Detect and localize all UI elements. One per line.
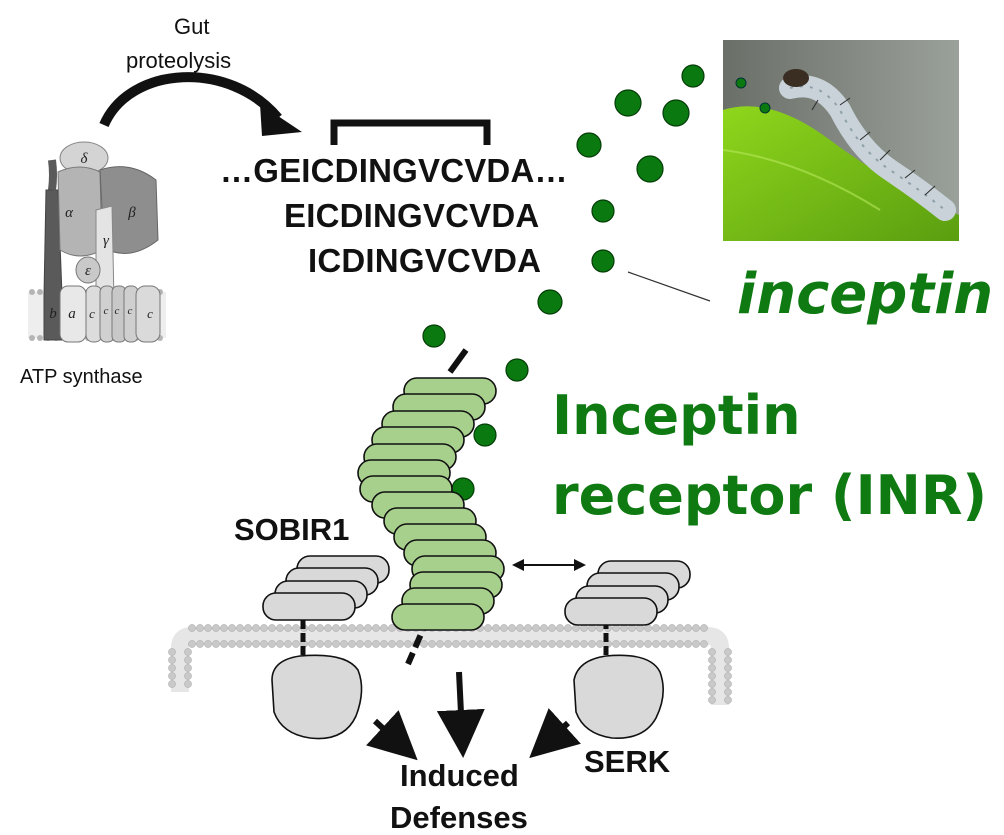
atp-subunit-c: c [104, 305, 109, 317]
sobir1-ectodomain [262, 555, 390, 621]
serk-signal-arrow [529, 708, 581, 759]
inceptin-receptor-label-line1: Inceptin [552, 384, 801, 447]
plasma-membrane [168, 624, 732, 705]
full-sequence-label: …GEICDINGVCVDA… [220, 152, 568, 189]
atp-subunit-c: c [147, 306, 153, 321]
inceptin-receptor-label-line2: receptor (INR) [552, 464, 988, 527]
atp-subunit-delta: δ [81, 151, 89, 167]
inr-ectodomain-tip [447, 348, 469, 374]
atp-subunit-c: c [89, 306, 95, 321]
induced-label: Induced [400, 758, 519, 793]
inr-lrr-repeat [391, 603, 485, 631]
sobir1-label: SOBIR1 [234, 512, 350, 547]
atp-subunit-alpha: α [65, 205, 74, 221]
caterpillar-photo [723, 40, 959, 241]
atp-subunit-c: c [128, 305, 133, 317]
serk-kinase-domain [573, 654, 664, 739]
atp-subunit-epsilon: ε [85, 263, 91, 279]
disulfide-bracket [330, 119, 491, 145]
atp-subunit-b: b [49, 306, 57, 322]
serk-ectodomain [564, 560, 691, 626]
atp-synthase-illustration: δ α β γ ε b a c c c c c [28, 141, 166, 343]
serk-label: SERK [584, 744, 671, 779]
atp-subunit-c: c [115, 305, 120, 317]
proteolysis-label: proteolysis [126, 48, 232, 73]
proteolysis-arrowhead [260, 104, 302, 136]
inr-signal-arrow [436, 671, 485, 758]
atp-subunit-a: a [68, 306, 76, 322]
inceptin-peptide-dots [422, 64, 705, 501]
inceptin-label: inceptin [737, 262, 994, 327]
eicdingvcvda-sequence-label: EICDINGVCVDA [284, 197, 540, 234]
defenses-label: Defenses [390, 800, 528, 835]
sobir1-signal-arrow [366, 710, 418, 761]
sobir1-kinase-domain [271, 654, 363, 740]
gut-label: Gut [174, 14, 210, 39]
inr-ectodomain [357, 377, 505, 631]
atp-subunit-gamma: γ [103, 233, 110, 249]
inceptin-pointer-line [627, 271, 711, 302]
icdingvcvda-sequence-label: ICDINGVCVDA [308, 242, 542, 279]
atp-synthase-label: ATP synthase [20, 366, 143, 388]
proteolysis-arrow [99, 72, 282, 128]
atp-subunit-beta: β [127, 205, 136, 221]
